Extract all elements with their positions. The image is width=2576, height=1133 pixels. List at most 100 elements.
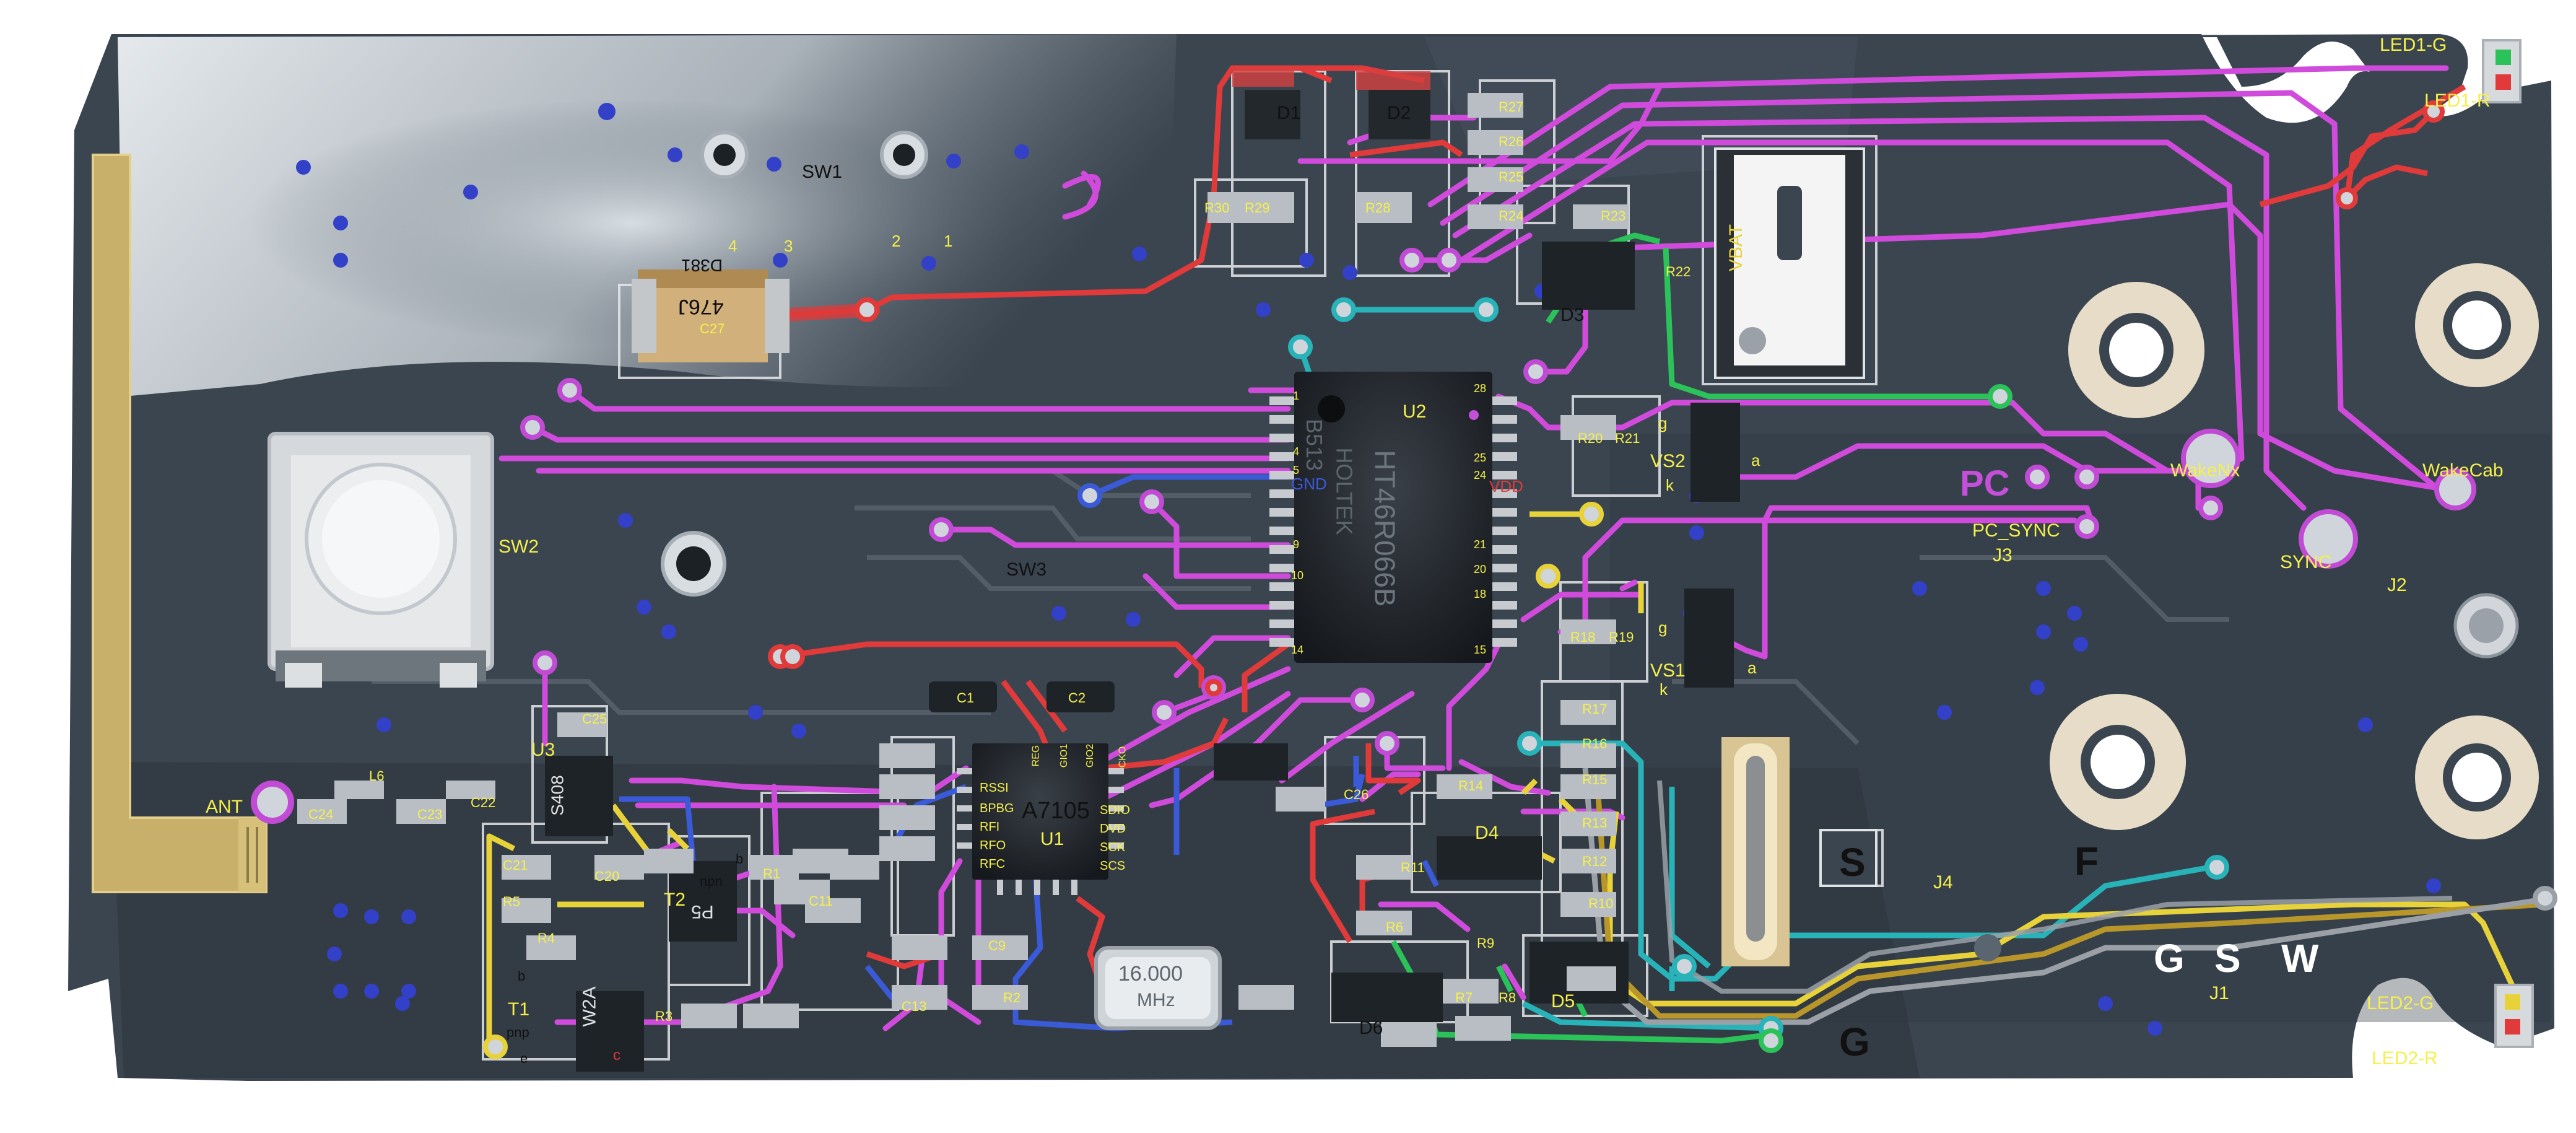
capacitor-icon: [632, 269, 790, 362]
vs1-g: g: [1658, 618, 1668, 637]
u1-chip: [957, 743, 1124, 895]
u2-pin-10: 10: [1291, 569, 1304, 582]
t2-part: P5: [691, 901, 714, 922]
d6-label: D6: [1359, 1018, 1383, 1038]
r2-label: R2: [1003, 990, 1021, 1005]
r21-label: R21: [1615, 431, 1640, 446]
u2-pin-25: 25: [1474, 452, 1487, 464]
d3-label: D3: [1560, 305, 1585, 325]
gsw-s-label: S: [2214, 936, 2241, 981]
c26-label: C26: [1344, 787, 1369, 802]
vbat-label: VBAT: [1726, 224, 1747, 272]
c27-value: 476J: [678, 295, 724, 318]
sw1-pin-1: 1: [944, 232, 953, 250]
vs1-label: VS1: [1650, 660, 1686, 681]
r27-label: R27: [1499, 99, 1524, 115]
sw1-pin-2: 2: [892, 232, 901, 250]
ant-label: ANT: [206, 797, 243, 817]
j2-label: J2: [2387, 575, 2407, 595]
r24-label: R24: [1499, 208, 1524, 224]
j1-label: J1: [2209, 983, 2229, 1004]
c27-code: D381: [681, 256, 723, 275]
sw1-pin-4: 4: [728, 237, 738, 255]
pc-label: PC: [1960, 463, 2010, 504]
r22-label: R22: [1666, 264, 1691, 279]
g-label: G: [1839, 1020, 1870, 1064]
t1-mark: c: [613, 1047, 620, 1064]
sw3-label: SW3: [1006, 559, 1047, 580]
vs1-a: a: [1747, 658, 1757, 677]
u1-rfi: RFI: [980, 820, 1000, 834]
d4-label: D4: [1475, 823, 1499, 843]
r3-label: R3: [655, 1008, 673, 1024]
t1-part: W2A: [579, 986, 600, 1027]
c2-label: C2: [1068, 690, 1086, 706]
crystal-unit: MHz: [1137, 990, 1175, 1010]
r25-label: R25: [1499, 169, 1524, 185]
r29-label: R29: [1245, 200, 1270, 216]
u1-gio2: GIO2: [1085, 743, 1096, 768]
u2-pin-1: 1: [1293, 390, 1300, 402]
r18-label: R18: [1570, 629, 1596, 645]
r30-label: R30: [1204, 200, 1230, 216]
c9-label: C9: [988, 938, 1006, 953]
led1: [2482, 39, 2522, 103]
gsw-w-label: W: [2281, 936, 2319, 981]
crystal-freq: 16.000: [1118, 962, 1183, 986]
r26-label: R26: [1499, 134, 1524, 149]
u1-dvd: DVD: [1100, 822, 1126, 836]
j4-label: J4: [1933, 872, 1953, 893]
s-label: S: [1839, 840, 1866, 885]
c21-label: C21: [503, 857, 528, 873]
t1-label: T1: [508, 999, 530, 1020]
u2-part: HT46R066B: [1368, 450, 1401, 607]
led1g-label: LED1-G: [2380, 35, 2447, 55]
t2-label: T2: [664, 890, 686, 910]
r9-label: R9: [1477, 935, 1495, 951]
c22-label: C22: [471, 795, 496, 810]
t1-b: b: [518, 968, 526, 984]
vs2-label: VS2: [1650, 451, 1686, 471]
u1-rfo: RFO: [980, 839, 1006, 852]
r23-label: R23: [1601, 208, 1626, 224]
mounting-holes: [661, 131, 2539, 961]
u1-label: U1: [1040, 829, 1064, 849]
t2-b: b: [736, 851, 744, 867]
led2r-label: LED2-R: [2372, 1048, 2438, 1069]
c27-label: C27: [700, 321, 725, 336]
r11-label: R11: [1401, 860, 1425, 875]
u2-pin-15: 15: [1474, 644, 1487, 656]
u1-rssi: RSSI: [980, 781, 1009, 795]
u2-gnd: GND: [1291, 475, 1327, 493]
d5-label: D5: [1551, 991, 1575, 1012]
r19-label: R19: [1609, 629, 1634, 645]
led2: [2494, 984, 2534, 1048]
u1-sdio: SDIO: [1100, 803, 1130, 817]
u2-pin-14: 14: [1291, 644, 1304, 656]
u2-chip: [1269, 372, 1517, 663]
r15-label: R15: [1582, 772, 1608, 787]
r20-label: R20: [1578, 431, 1603, 446]
d1-label: D1: [1277, 103, 1301, 123]
gsw-g-label: G: [2154, 936, 2185, 981]
u2-pin-28: 28: [1474, 382, 1487, 395]
r1-label: R1: [763, 866, 781, 881]
sw2-label: SW2: [498, 536, 539, 557]
vs2-a: a: [1751, 451, 1760, 470]
vs2-k: k: [1666, 476, 1674, 494]
u2-pin-20: 20: [1474, 563, 1487, 575]
vs1-k: k: [1660, 680, 1668, 699]
t2-npn: npn: [700, 873, 723, 889]
r13-label: R13: [1582, 815, 1608, 831]
u3-part: S408: [547, 775, 567, 816]
f-label: F: [2074, 839, 2099, 883]
u1-reg: REG: [1030, 745, 1042, 767]
r10-label: R10: [1588, 896, 1614, 911]
c20-label: C20: [594, 868, 620, 884]
u1-cko: CKO: [1117, 746, 1128, 768]
u2-pin-21: 21: [1474, 538, 1487, 551]
u1-part: A7105: [1022, 798, 1090, 824]
t1-pnp: pnp: [507, 1025, 529, 1040]
r16-label: R16: [1582, 736, 1608, 751]
